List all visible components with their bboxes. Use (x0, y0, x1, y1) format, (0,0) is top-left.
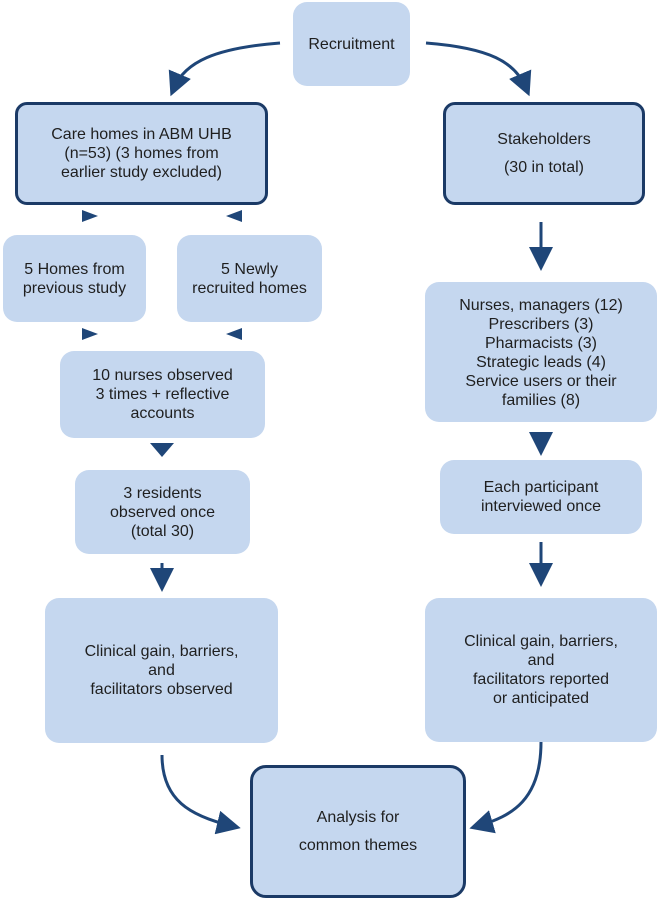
previous-homes-line-1: 5 Homes from (24, 260, 125, 278)
residents-observed-box: 3 residents observed once (total 30) (75, 470, 250, 554)
participants-line-4: Strategic leads (4) (476, 354, 606, 371)
triangle-up-previous-homes (82, 328, 98, 340)
triangle-down-care-homes-right (226, 210, 242, 222)
recruitment-label: Recruitment (308, 35, 395, 53)
reported-outcomes-box: Clinical gain, barriers, and facilitator… (425, 598, 657, 742)
analysis-box: Analysis for common themes (250, 765, 466, 898)
triangle-up-new-homes (226, 328, 242, 340)
interviewed-box: Each participant interviewed once (440, 460, 642, 534)
participants-line-6: families (8) (501, 392, 581, 409)
interviewed-line-1: Each participant (483, 479, 599, 496)
residents-observed-line-2: observed once (110, 503, 215, 521)
arrow-recruitment-to-stakeholders (425, 41, 532, 97)
interviewed-line-2: interviewed once (480, 498, 602, 515)
care-homes-line-2: (n=53) (3 homes from (64, 145, 219, 162)
participants-box: Nurses, managers (12) Prescribers (3) Ph… (425, 282, 657, 422)
residents-observed-line-1: 3 residents (123, 484, 202, 502)
previous-homes-line-2: previous study (22, 279, 127, 297)
observed-outcomes-box: Clinical gain, barriers, and facilitator… (45, 598, 278, 743)
arrow-recruitment-to-care-homes (168, 41, 281, 97)
stakeholders-box: Stakeholders (30 in total) (443, 102, 645, 205)
reported-outcomes-line-1: Clinical gain, barriers, (464, 633, 618, 650)
participants-line-1: Nurses, managers (12) (459, 297, 623, 314)
new-homes-line-2: recruited homes (192, 279, 307, 297)
analysis-line-1: Analysis for (316, 809, 400, 826)
triangle-nurses-to-residents (150, 443, 174, 457)
new-homes-box: 5 Newly recruited homes (177, 235, 322, 322)
triangle-down-care-homes-left (82, 210, 98, 222)
reported-outcomes-line-3: facilitators reported (472, 671, 610, 688)
participants-line-2: Prescribers (3) (488, 316, 594, 333)
reported-outcomes-line-4: or anticipated (492, 690, 590, 707)
participants-line-3: Pharmacists (3) (484, 335, 598, 352)
recruitment-box: Recruitment (293, 2, 410, 86)
reported-outcomes-line-2: and (527, 652, 555, 669)
observed-outcomes-line-3: facilitators observed (90, 681, 233, 698)
new-homes-line-1: 5 Newly (221, 260, 278, 278)
nurses-observed-line-2: 3 times + reflective (95, 386, 230, 403)
nurses-observed-line-1: 10 nurses observed (92, 367, 233, 384)
arrow-observed-to-analysis (160, 754, 241, 835)
arrow-reported-to-analysis (469, 741, 543, 834)
care-homes-box: Care homes in ABM UHB (n=53) (3 homes fr… (15, 102, 268, 205)
observed-outcomes-line-1: Clinical gain, barriers, (84, 643, 239, 660)
nurses-observed-line-3: accounts (130, 405, 195, 422)
care-homes-line-3: earlier study excluded) (61, 164, 222, 181)
care-homes-line-1: Care homes in ABM UHB (51, 126, 232, 143)
previous-homes-box: 5 Homes from previous study (3, 235, 146, 322)
nurses-observed-box: 10 nurses observed 3 times + reflective … (60, 351, 265, 438)
stakeholders-line-2: (30 in total) (503, 159, 585, 176)
analysis-line-2: common themes (298, 837, 418, 854)
residents-observed-line-3: (total 30) (130, 522, 195, 540)
participants-line-5: Service users or their (465, 373, 617, 390)
stakeholders-line-1: Stakeholders (497, 131, 591, 148)
observed-outcomes-line-2: and (148, 662, 175, 679)
